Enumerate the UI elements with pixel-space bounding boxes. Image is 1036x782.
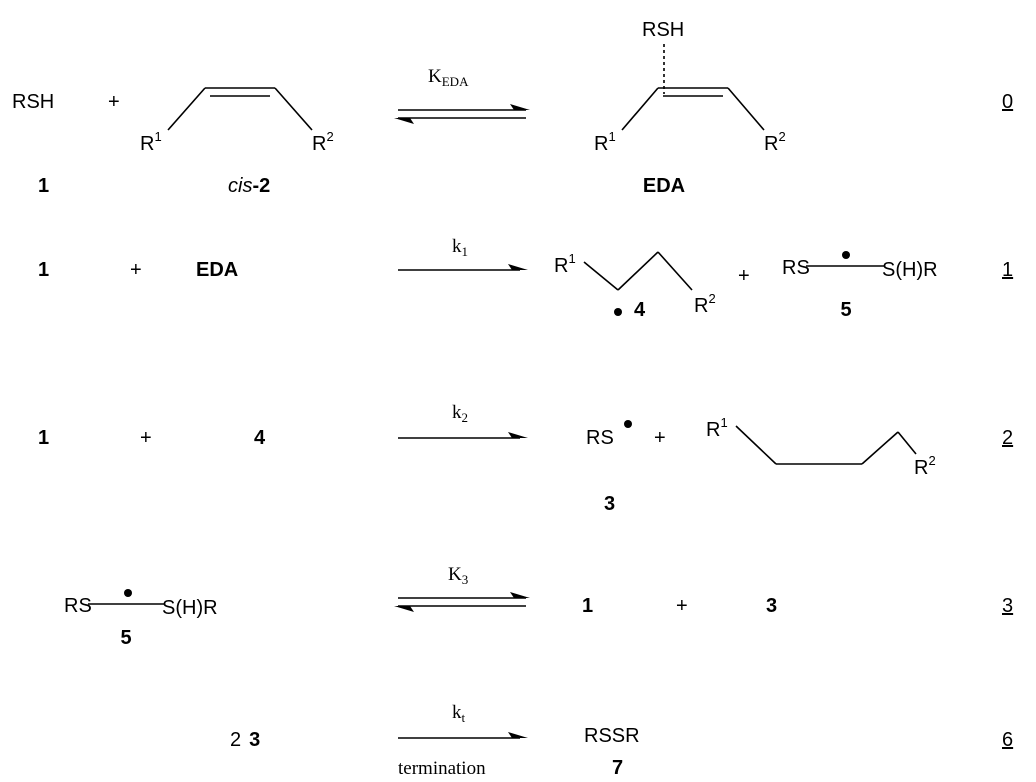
reactant-1: 1 [38, 259, 49, 281]
plus-sign: + [108, 91, 120, 113]
radical-4-r1: R1 [554, 251, 576, 277]
equilibrium-arrow-keda: KEDA [394, 66, 530, 124]
alkane-r1: R1 [706, 415, 728, 441]
equation-number-3: 3 [1002, 595, 1013, 617]
radical-5-structure: RS S(H)R [782, 251, 938, 281]
equation-number-6: 6 [1002, 729, 1013, 751]
equation-number-2: 2 [1002, 427, 1013, 449]
eda-complex-structure: RSH R1 R2 [594, 19, 786, 155]
label-eda: EDA [643, 175, 685, 197]
equation-3: RS S(H)R 5 K3 1 + 3 3 [64, 564, 1013, 649]
equilibrium-arrow-k3: K3 [394, 564, 530, 612]
radical-5-shr: S(H)R [882, 259, 938, 281]
thiyl-rs: RS [586, 427, 614, 449]
equation-number-0: 0 [1002, 91, 1013, 113]
label-7: 7 [612, 757, 623, 779]
alkane-r2: R2 [914, 453, 936, 479]
product-1: 1 [582, 595, 593, 617]
equation-1: 1 + EDA k1 R1 R2 4 + RS S(H)R 5 1 [38, 236, 1013, 321]
radical-5-rs: RS [782, 257, 810, 279]
radical-dot [842, 251, 850, 259]
termination-label: termination [398, 758, 486, 779]
thiyl-radical-3: RS [586, 420, 632, 449]
rate-constant-k3: K3 [448, 564, 468, 587]
plus-sign: + [130, 259, 142, 281]
radical-5-structure: RS S(H)R [64, 589, 218, 619]
radical-dot [124, 589, 132, 597]
forward-arrow-kt: kt termination [398, 702, 528, 779]
radical-dot [614, 308, 622, 316]
radical-5-rs: RS [64, 595, 92, 617]
forward-arrow-k1: k1 [398, 236, 528, 271]
equation-number-1: 1 [1002, 259, 1013, 281]
label-1: 1 [38, 175, 49, 197]
thiol-rsh: RSH [12, 91, 54, 113]
rate-constant-keda: KEDA [428, 66, 469, 89]
alkane-product-structure: R1 R2 [706, 415, 936, 479]
label-3: 3 [604, 493, 615, 515]
label-5: 5 [840, 299, 851, 321]
label-5: 5 [120, 627, 131, 649]
disulfide-rssr: RSSR [584, 725, 640, 747]
label-4: 4 [634, 299, 646, 321]
radical-4-structure: R1 R2 [554, 251, 716, 317]
plus-sign: + [676, 595, 688, 617]
complex-r1: R1 [594, 129, 616, 155]
substituent-r2: R2 [312, 129, 334, 155]
reactant-4: 4 [254, 427, 266, 449]
plus-sign: + [140, 427, 152, 449]
equation-2: 1 + 4 k2 RS 3 + R1 R2 2 [38, 402, 1013, 515]
equation-0: RSH + R1 R2 1 cis-2 KEDA RSH [12, 19, 1013, 197]
substituent-r1: R1 [140, 129, 162, 155]
complex-rsh: RSH [642, 19, 684, 41]
rate-constant-k1: k1 [452, 236, 468, 259]
rate-constant-kt: kt [452, 702, 466, 725]
reactant-1: 1 [38, 427, 49, 449]
reactant-eda: EDA [196, 259, 238, 281]
radical-4-r2: R2 [694, 291, 716, 317]
complex-r2: R2 [764, 129, 786, 155]
radical-5-shr: S(H)R [162, 597, 218, 619]
rate-constant-k2: k2 [452, 402, 468, 425]
plus-sign: + [738, 265, 750, 287]
label-cis-2: cis-2 [228, 175, 270, 197]
product-3: 3 [766, 595, 777, 617]
forward-arrow-k2: k2 [398, 402, 528, 439]
plus-sign: + [654, 427, 666, 449]
cis-alkene-structure: R1 R2 [140, 87, 334, 155]
radical-dot [624, 420, 632, 428]
